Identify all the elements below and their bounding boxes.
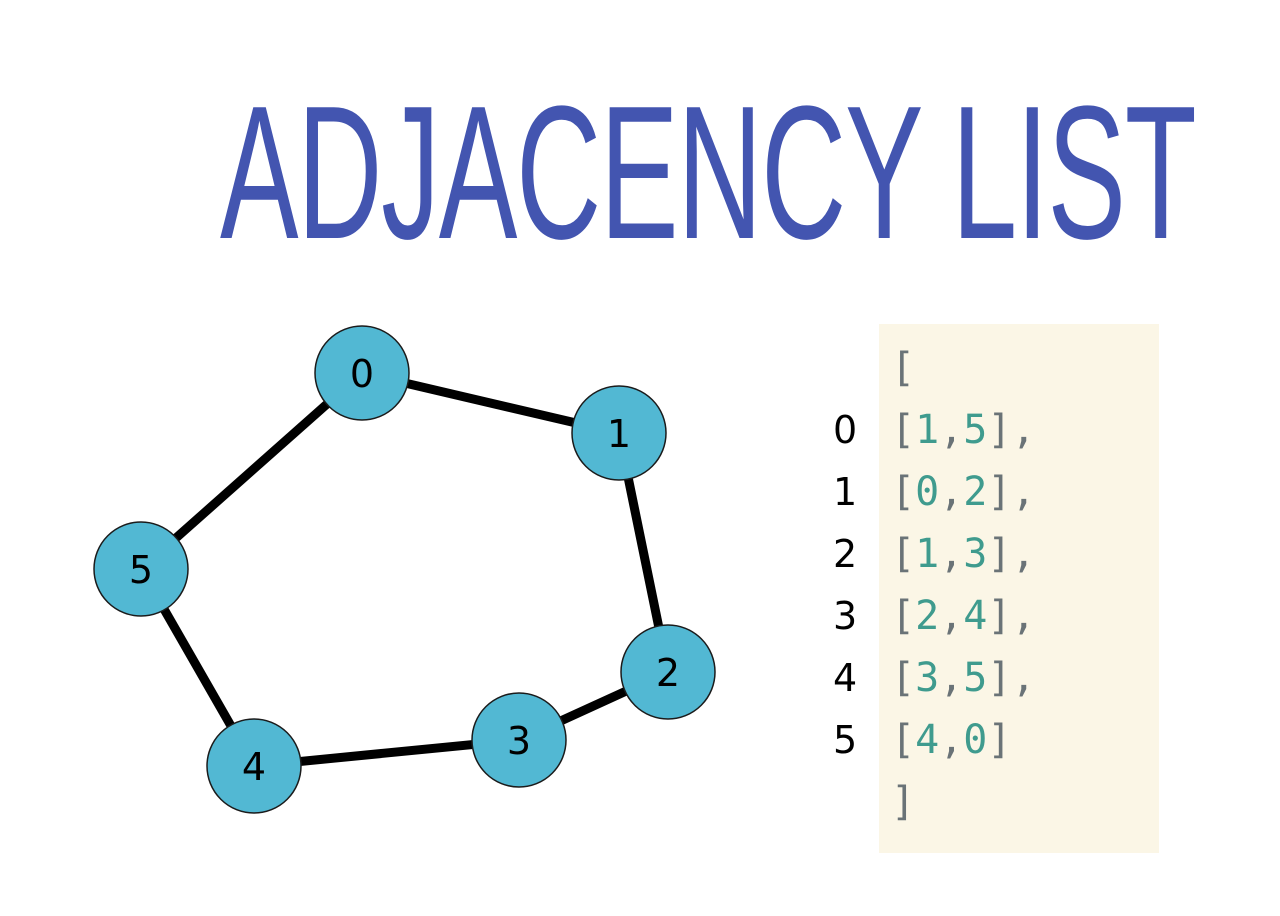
- neighbor-value: 3: [963, 531, 988, 577]
- node-label-1: 1: [607, 412, 631, 456]
- row-index-4: 4: [833, 656, 858, 700]
- adjacency-row-2: [1,3],: [891, 531, 1036, 577]
- adjacency-row-0: [1,5],: [891, 407, 1036, 453]
- neighbor-value: 4: [963, 593, 988, 639]
- node-circle-0: [314, 325, 410, 421]
- row-index-2: 2: [833, 532, 858, 576]
- graph-nodes: 0 1 2 3 4 5: [93, 325, 716, 814]
- adjacency-row-1: [0,2],: [891, 469, 1036, 515]
- node-label-3: 3: [507, 719, 531, 763]
- graph-node-1: 1: [571, 385, 667, 481]
- adjacency-list-panel: [879, 324, 1159, 853]
- neighbor-value: 0: [915, 469, 940, 515]
- node-circle-1: [571, 385, 667, 481]
- node-circle-2: [620, 624, 716, 720]
- neighbor-value: 0: [963, 717, 988, 763]
- node-circle-5: [93, 521, 189, 617]
- open-bracket-glyph: [: [891, 345, 916, 391]
- neighbor-value: 1: [915, 531, 940, 577]
- neighbor-value: 3: [915, 655, 940, 701]
- row-index-5: 5: [833, 718, 858, 762]
- neighbor-value: 1: [915, 407, 940, 453]
- node-label-4: 4: [242, 745, 266, 789]
- neighbor-value: 2: [915, 593, 940, 639]
- row-index-1: 1: [833, 470, 858, 514]
- graph-node-0: 0: [314, 325, 410, 421]
- graph-node-4: 4: [206, 718, 302, 814]
- node-label-2: 2: [656, 651, 680, 695]
- edge-5-0: [138, 369, 365, 573]
- list-close-bracket: ]: [891, 771, 915, 833]
- node-label-5: 5: [129, 548, 153, 592]
- row-index-0: 0: [833, 408, 858, 452]
- node-label-0: 0: [350, 352, 374, 396]
- close-bracket-glyph: ]: [891, 779, 916, 825]
- graph-node-5: 5: [93, 521, 189, 617]
- adjacency-row-3: [2,4],: [891, 593, 1036, 639]
- graph-node-3: 3: [471, 692, 567, 788]
- list-open-bracket: [: [891, 337, 915, 399]
- adjacency-row-4: [3,5],: [891, 655, 1036, 701]
- neighbor-value: 5: [963, 407, 988, 453]
- neighbor-value: 2: [963, 469, 988, 515]
- neighbor-value: 4: [915, 717, 940, 763]
- node-circle-3: [471, 692, 567, 788]
- graph-node-2: 2: [620, 624, 716, 720]
- adjacency-row-5: [4,0]: [891, 717, 1012, 763]
- node-circle-4: [206, 718, 302, 814]
- neighbor-value: 5: [963, 655, 988, 701]
- row-index-3: 3: [833, 594, 858, 638]
